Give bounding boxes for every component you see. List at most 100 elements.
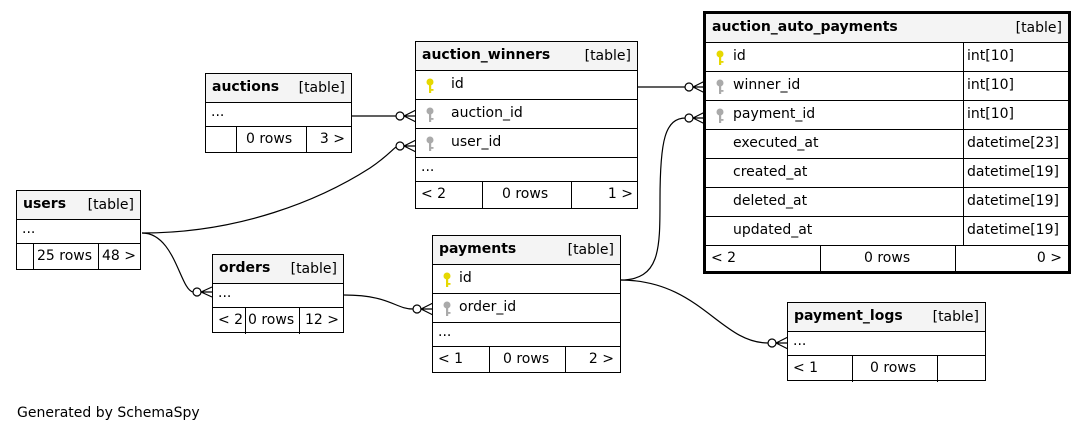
table-kind: [table] — [567, 242, 614, 258]
table-header: orders [table] — [213, 255, 343, 284]
table-footer: < 2 0 rows 12 > — [213, 308, 343, 334]
column-type: int[10] — [967, 106, 1014, 122]
table-name: auction_winners — [422, 47, 551, 63]
foreign-key-icon — [716, 108, 724, 123]
column-row[interactable]: id int[10] — [706, 43, 1068, 72]
column-row[interactable]: created_at datetime[19] — [706, 159, 1068, 188]
column-row[interactable]: updated_at datetime[19] — [706, 217, 1068, 246]
table-footer: < 2 0 rows 1 > — [416, 182, 637, 208]
table-footer: < 2 0 rows 0 > — [706, 246, 1068, 272]
table-payments[interactable]: payments [table] id order_id ... < 1 0 r… — [432, 235, 621, 373]
edge-end-circle — [684, 113, 694, 123]
children-count[interactable]: 1 > — [607, 186, 633, 202]
table-users[interactable]: users [table] ... 25 rows 48 > — [16, 190, 141, 270]
column-row[interactable]: user_id — [416, 129, 637, 158]
table-header: auction_winners [table] — [416, 42, 637, 71]
row-count: 0 rows — [864, 250, 911, 266]
table-footer: 25 rows 48 > — [17, 244, 140, 270]
primary-key-icon — [716, 50, 724, 65]
parents-count[interactable]: < 1 — [438, 351, 464, 367]
edge-end-circle — [412, 304, 422, 314]
columns-ellipsis: ... — [213, 284, 343, 308]
columns-ellipsis: ... — [17, 220, 140, 244]
column-row[interactable]: payment_id int[10] — [706, 101, 1068, 130]
edge-orders-users — [141, 232, 194, 293]
column-row[interactable]: deleted_at datetime[19] — [706, 188, 1068, 217]
table-name: orders — [219, 260, 271, 276]
table-name: payments — [439, 241, 517, 257]
row-count: 0 rows — [503, 351, 550, 367]
edge-payments-orders — [343, 294, 414, 310]
table-footer: 0 rows 3 > — [206, 127, 351, 153]
row-count: 0 rows — [502, 186, 549, 202]
edge-end-circle — [395, 141, 405, 151]
table-name: payment_logs — [794, 308, 903, 324]
column-name: executed_at — [733, 135, 819, 151]
columns-ellipsis: ... — [206, 103, 351, 127]
column-name: updated_at — [733, 222, 813, 238]
edge-end-circle — [767, 338, 777, 348]
column-name: order_id — [459, 299, 517, 315]
primary-key-icon — [443, 272, 451, 287]
table-kind: [table] — [298, 80, 345, 96]
column-row[interactable]: id — [433, 265, 620, 294]
column-name: payment_id — [733, 106, 816, 122]
table-footer: < 1 0 rows — [788, 356, 985, 382]
edge-auction-winners-users — [141, 146, 397, 234]
column-type: int[10] — [967, 48, 1014, 64]
column-name: user_id — [451, 134, 502, 150]
edge-end-circle — [684, 82, 694, 92]
column-name: auction_id — [451, 105, 523, 121]
table-auction-auto-payments[interactable]: auction_auto_payments [table] id int[10]… — [703, 11, 1071, 274]
table-header: payments [table] — [433, 236, 620, 265]
table-header: payment_logs [table] — [788, 303, 985, 332]
column-name: id — [459, 270, 472, 286]
foreign-key-icon — [716, 79, 724, 94]
row-count: 0 rows — [246, 131, 293, 147]
column-name: created_at — [733, 164, 808, 180]
primary-key-icon — [426, 78, 434, 93]
table-payment-logs[interactable]: payment_logs [table] ... < 1 0 rows — [787, 302, 986, 382]
column-row[interactable]: order_id — [433, 294, 620, 323]
children-count[interactable]: 12 > — [305, 312, 339, 328]
parents-count[interactable]: < 2 — [421, 186, 447, 202]
column-type: int[10] — [967, 77, 1014, 93]
column-row[interactable]: executed_at datetime[23] — [706, 130, 1068, 159]
foreign-key-icon — [426, 107, 434, 122]
children-count[interactable]: 3 > — [319, 131, 345, 147]
table-auctions[interactable]: auctions [table] ... 0 rows 3 > — [205, 73, 352, 153]
table-auction-winners[interactable]: auction_winners [table] id auction_id us… — [415, 41, 638, 209]
children-count[interactable]: 0 > — [1036, 250, 1062, 266]
children-count[interactable]: 48 > — [102, 248, 136, 264]
table-kind: [table] — [290, 261, 337, 277]
table-kind: [table] — [932, 309, 979, 325]
table-footer: < 1 0 rows 2 > — [433, 347, 620, 373]
row-count: 0 rows — [248, 312, 295, 328]
table-kind: [table] — [584, 48, 631, 64]
table-name: auctions — [212, 79, 280, 95]
table-kind: [table] — [1015, 20, 1062, 36]
children-count[interactable]: 2 > — [588, 351, 614, 367]
crow-foot — [403, 109, 417, 123]
column-type: datetime[19] — [967, 193, 1059, 209]
parents-count[interactable]: < 2 — [711, 250, 737, 266]
foreign-key-icon — [426, 136, 434, 151]
edge-end-circle — [395, 111, 405, 121]
foreign-key-icon — [443, 301, 451, 316]
column-name: id — [451, 76, 464, 92]
parents-count[interactable]: < 1 — [793, 360, 819, 376]
table-name: users — [23, 196, 67, 212]
parents-count[interactable]: < 2 — [218, 312, 244, 328]
crow-foot — [403, 139, 417, 153]
column-row[interactable]: id — [416, 71, 637, 100]
crow-foot — [200, 286, 213, 298]
table-header: users [table] — [17, 191, 140, 220]
table-orders[interactable]: orders [table] ... < 2 0 rows 12 > — [212, 254, 344, 334]
column-row[interactable]: auction_id — [416, 100, 637, 129]
columns-ellipsis: ... — [416, 158, 637, 182]
column-row[interactable]: winner_id int[10] — [706, 72, 1068, 101]
table-name: auction_auto_payments — [712, 19, 898, 35]
column-name: winner_id — [733, 77, 801, 93]
column-type: datetime[19] — [967, 222, 1059, 238]
